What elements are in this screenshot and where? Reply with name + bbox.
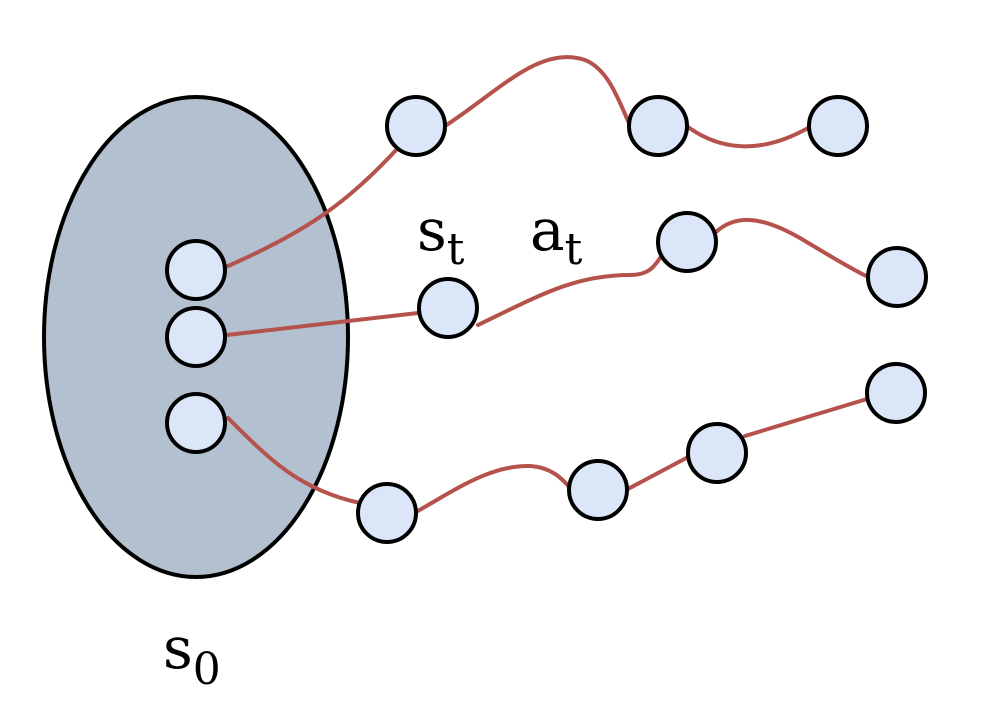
state-node: [356, 482, 418, 544]
state-node: [656, 211, 718, 273]
initial-set-label: s0: [163, 614, 221, 695]
transition-edge: [443, 55, 632, 128]
state-node: [686, 422, 748, 484]
trajectory-2: [225, 218, 870, 337]
transition-edge: [225, 311, 420, 337]
transition-edge: [714, 218, 870, 279]
state-node: [567, 459, 629, 521]
state-node: [807, 95, 869, 157]
transition-edge: [226, 416, 362, 505]
transition-edge: [414, 463, 572, 514]
transition-edge: [686, 125, 810, 149]
state-node: [866, 246, 928, 308]
state-node: [417, 277, 479, 339]
trajectory-3: [226, 397, 869, 514]
initial-state-node: [165, 239, 227, 301]
action-label: at: [530, 196, 583, 275]
initial-state-node: [165, 306, 227, 368]
transition-edge: [743, 397, 869, 438]
state-node: [385, 95, 447, 157]
state-node: [865, 362, 927, 424]
transition-edge: [226, 146, 400, 268]
transition-edge: [624, 454, 692, 492]
state-node: [627, 95, 689, 157]
state-label: st: [417, 196, 465, 275]
transition-edge: [476, 256, 662, 327]
trajectory-1: [226, 55, 810, 268]
initial-state-node: [165, 392, 227, 454]
